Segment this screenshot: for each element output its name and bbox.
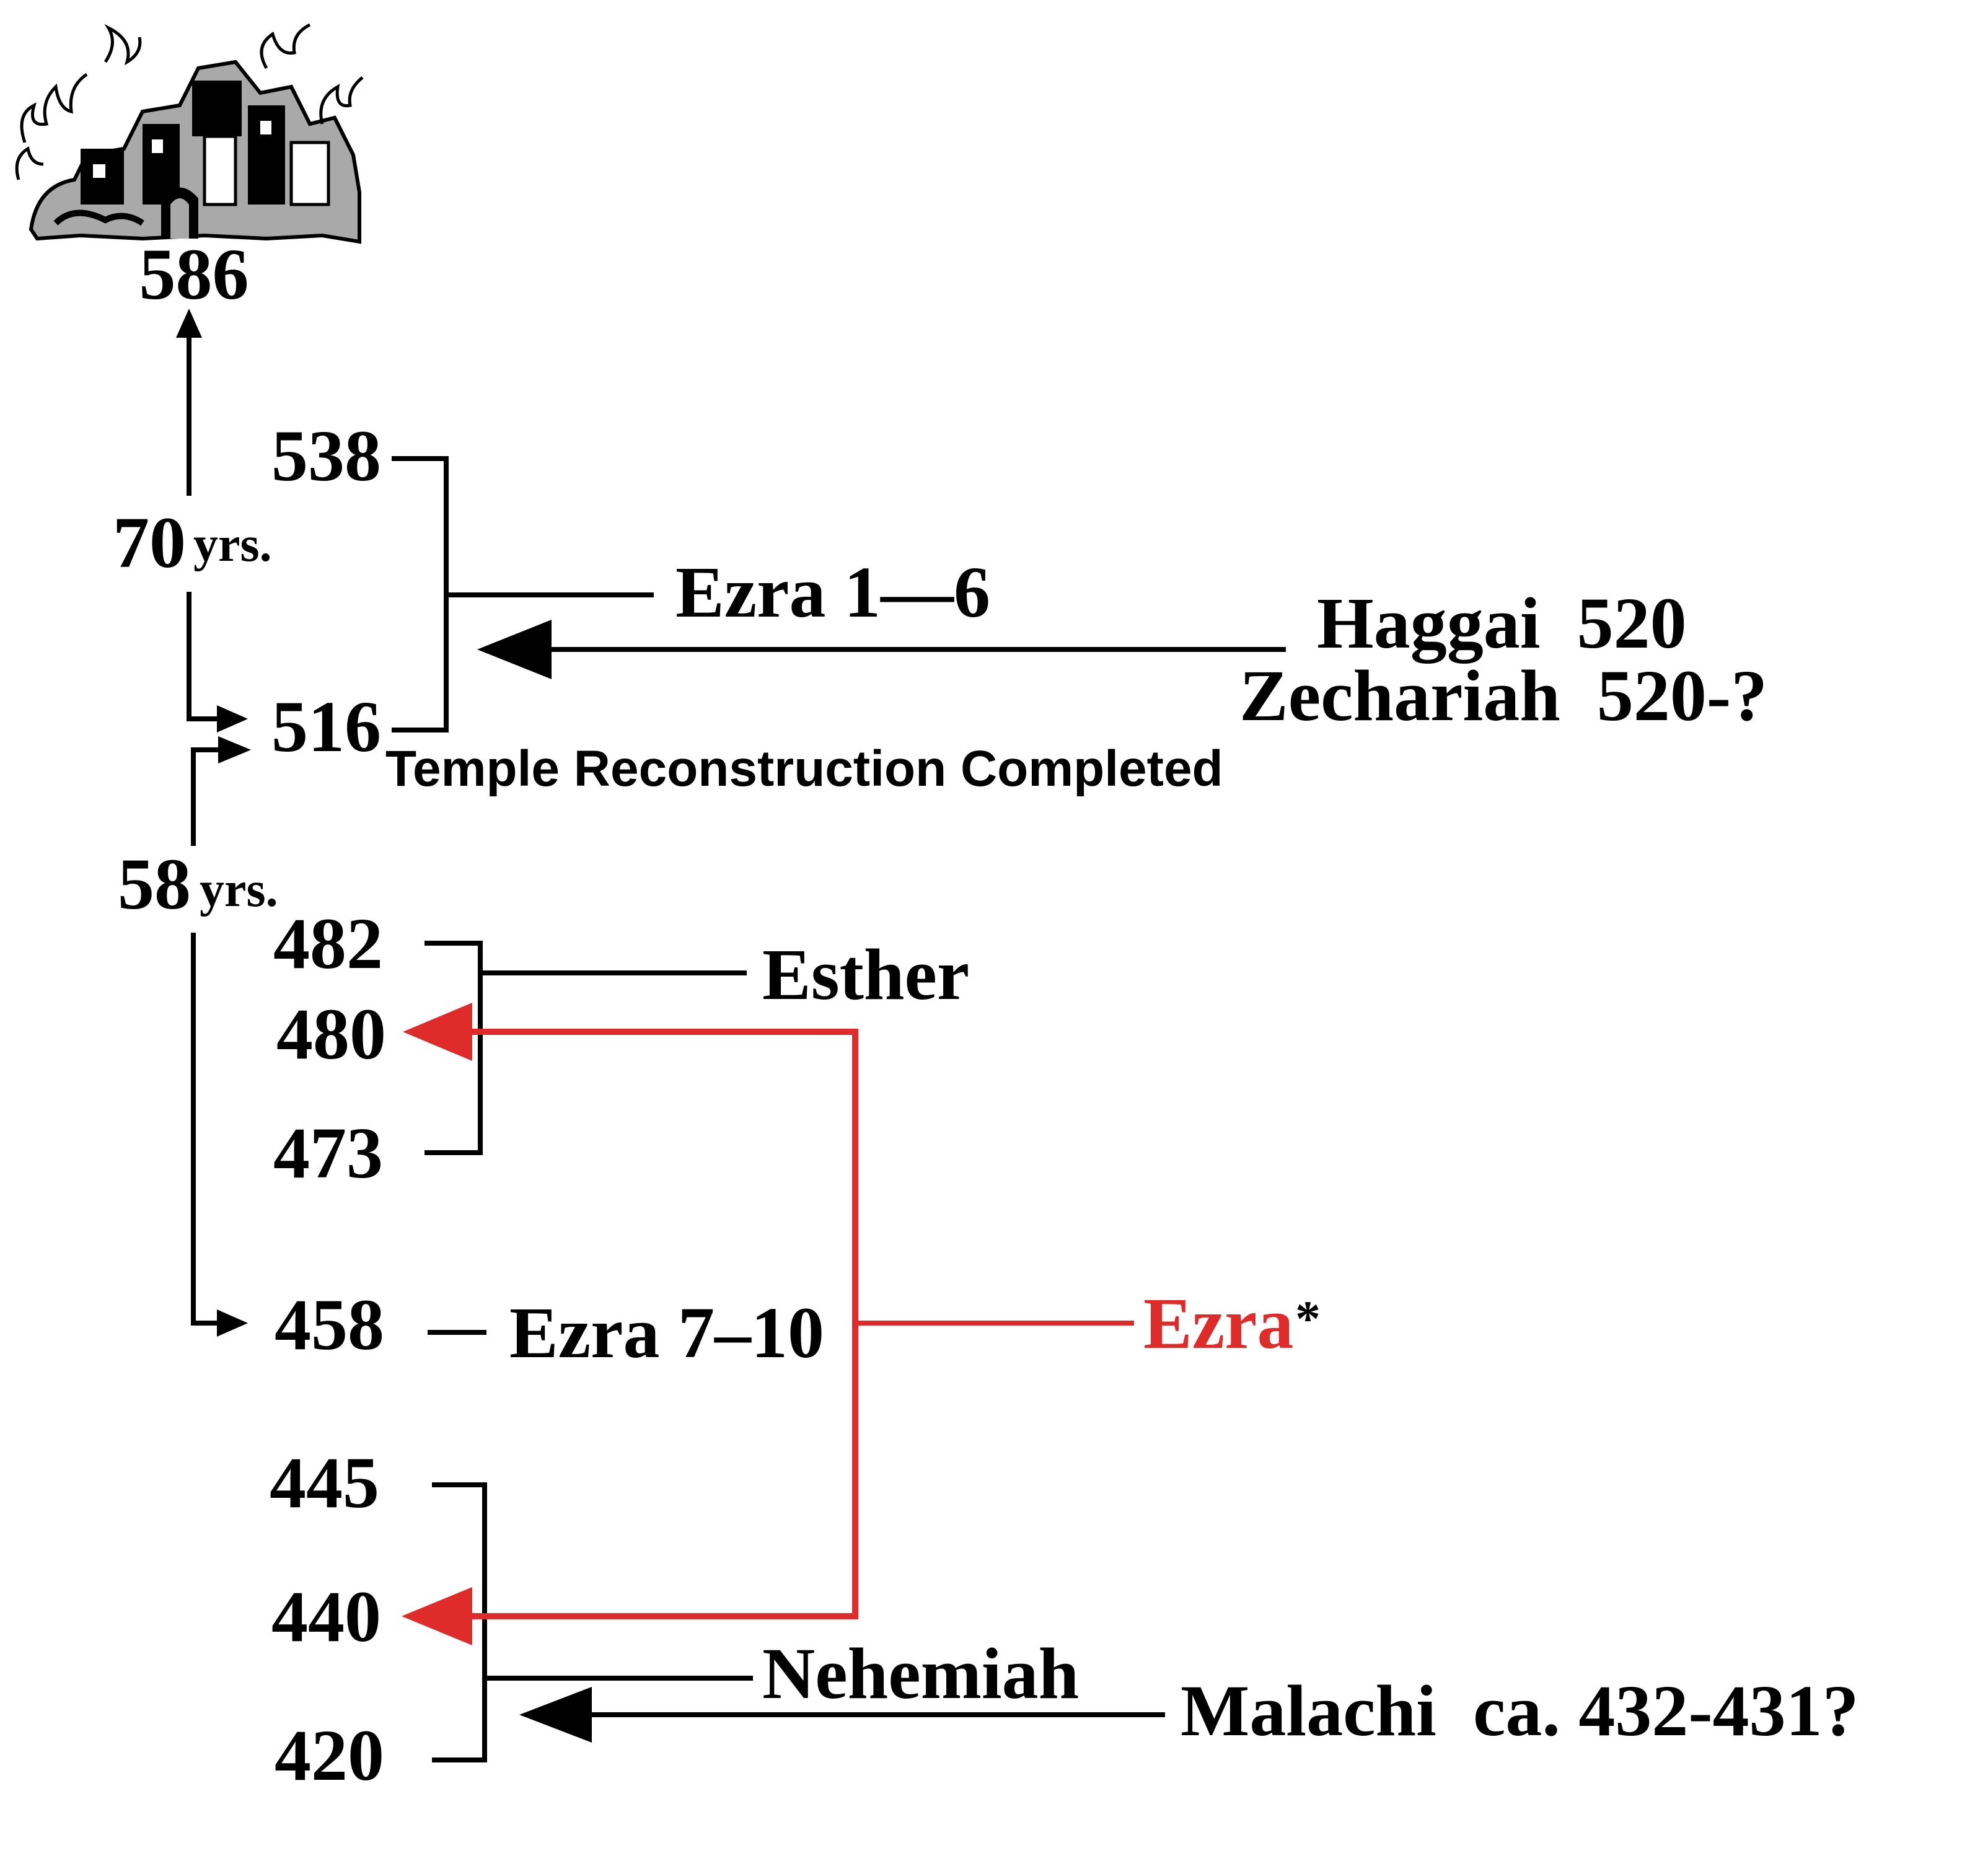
red-arrowhead-480 — [403, 1003, 472, 1061]
year-458: 458 — [275, 1284, 384, 1365]
year-445: 445 — [270, 1442, 379, 1523]
label-esther: Esther — [762, 934, 969, 1015]
year-586: 586 — [139, 234, 249, 315]
arrow-58yrs-up-line — [191, 747, 220, 846]
label-ezra-1-6: Ezra 1—6 — [675, 552, 990, 633]
label-zechariah: Zechariah 520-? — [1239, 655, 1767, 736]
bracket-445-420 — [432, 1482, 1165, 1762]
label-malachi: Malachi ca. 432-431? — [1181, 1670, 1859, 1751]
main-timeline-arrows — [187, 335, 220, 1326]
year-538: 538 — [271, 415, 381, 496]
year-516: 516 — [271, 686, 381, 767]
year-482: 482 — [273, 903, 383, 984]
arrowhead-up-586 — [176, 309, 202, 338]
arrow-58yrs-down-line — [191, 933, 220, 1326]
year-480: 480 — [276, 993, 386, 1075]
label-ezra-red: Ezra — [1143, 1283, 1293, 1364]
label-temple-completed: Temple Reconstruction Completed — [385, 741, 1223, 797]
arrowhead-haggai-zechariah — [477, 620, 552, 679]
span-58-number: 58 — [118, 843, 191, 925]
arrowhead-to-458 — [217, 1309, 248, 1337]
ezra-red-connector — [402, 1003, 1134, 1645]
span-58-unit: yrs. — [200, 863, 278, 917]
label-ezra-asterisk: * — [1295, 1290, 1321, 1347]
bracket-538-516 — [392, 456, 1286, 732]
bracket-482-473 — [424, 941, 747, 1155]
label-haggai: Haggai 520 — [1317, 583, 1687, 664]
arrowhead-malachi — [519, 1687, 592, 1743]
label-nehemiah: Nehemiah — [762, 1633, 1079, 1714]
red-arrowhead-440 — [402, 1587, 472, 1645]
year-420: 420 — [275, 1715, 384, 1796]
arrowhead-to-516-b — [218, 736, 251, 763]
span-70-number: 70 — [113, 502, 186, 583]
arrowhead-to-516-a — [217, 705, 248, 732]
main-arrowheads — [176, 309, 251, 1337]
burning-city-icon — [15, 23, 364, 244]
label-ezra-7-10: Ezra 7–10 — [509, 1292, 824, 1373]
span-70-unit: yrs. — [193, 517, 272, 572]
year-473: 473 — [273, 1112, 383, 1194]
arrow-70yrs-down-line — [187, 592, 220, 721]
year-440: 440 — [271, 1576, 381, 1657]
